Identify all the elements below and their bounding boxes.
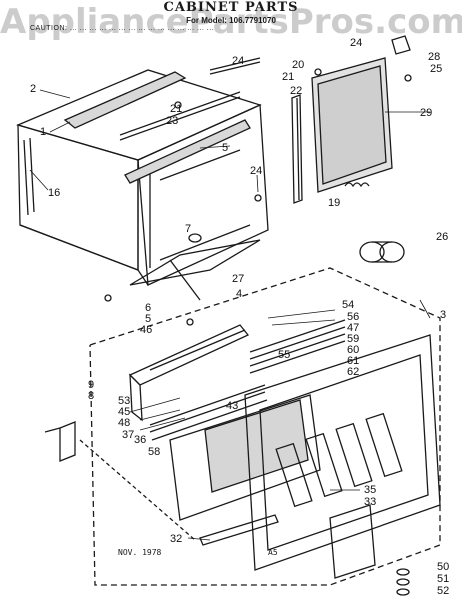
capacitor	[359, 241, 405, 263]
side-curtain	[291, 94, 303, 204]
callout-43: 43	[226, 400, 238, 412]
foot-52	[396, 588, 410, 596]
callout-32: 32	[170, 533, 182, 545]
callout-60: 60	[347, 344, 359, 356]
callout-3: 3	[440, 309, 446, 321]
callout-10: 16	[48, 187, 60, 199]
caution-note: CAUTION: ... ... ... ... ... ... ... ...…	[30, 25, 215, 32]
chassis-outline	[89, 267, 441, 586]
callout-45: 45	[118, 406, 130, 418]
callout-29: 29	[420, 107, 432, 119]
callout-48: 48	[118, 417, 130, 429]
callout-21b: 21	[282, 71, 294, 83]
louver-assembly	[128, 324, 250, 422]
model-number: For Model: 106.7791070	[186, 16, 276, 25]
callout-4: 4	[236, 288, 242, 300]
callout-8: 8	[88, 390, 94, 402]
callout-36: 36	[134, 434, 146, 446]
callout-55: 55	[278, 349, 290, 361]
screw-46	[104, 294, 112, 302]
callout-6: 6	[145, 302, 151, 314]
bracket-28	[391, 35, 411, 55]
leader-dash	[79, 439, 196, 541]
callout-58: 58	[148, 446, 160, 458]
bottom-rail	[199, 514, 279, 546]
callout-47: 47	[347, 322, 359, 334]
callout-27: 27	[232, 273, 244, 285]
callout-9: 9	[88, 379, 94, 391]
callout-25: 25	[430, 63, 442, 75]
callout-59: 59	[347, 333, 359, 345]
top-rail-rear	[124, 119, 251, 184]
callout-52: 52	[437, 585, 449, 597]
callout-5: 5	[145, 313, 151, 325]
front-filter-frame	[169, 394, 321, 521]
callout-22: 22	[290, 85, 302, 97]
clip-19	[344, 182, 370, 188]
screw-21	[174, 101, 182, 109]
foot-51	[396, 578, 410, 586]
vane-set	[149, 319, 346, 441]
access-door	[329, 504, 376, 579]
callout-46: 46	[140, 324, 152, 336]
top-rail-front	[63, 71, 187, 129]
foot-50	[396, 568, 410, 576]
screw-24b	[254, 194, 262, 202]
callout-61: 61	[347, 355, 359, 367]
callout-35: 35	[364, 484, 376, 496]
callout-20: 20	[292, 59, 304, 71]
cabinet-shell	[16, 69, 269, 286]
callout-62: 62	[347, 366, 359, 378]
filter-panel	[311, 57, 393, 193]
callout-33: 33	[364, 496, 376, 508]
screw-25	[404, 74, 412, 82]
callout-54: 54	[342, 299, 354, 311]
callout-23: 23	[166, 115, 178, 127]
leader-lines	[29, 89, 431, 541]
callout-19: 19	[328, 197, 340, 209]
rail-23	[119, 91, 241, 136]
page-title: CABINET PARTS	[163, 0, 299, 15]
side-bracket	[59, 421, 76, 462]
screw-5	[186, 318, 194, 326]
callout-53: 53	[118, 395, 130, 407]
callout-24-top: 24	[232, 55, 244, 67]
callout-7: 7	[185, 223, 191, 235]
front-panel	[244, 334, 441, 571]
seal-strip	[209, 57, 261, 71]
callout-labels: 2 1 16 21 23 5 24 7 27 4 6 5 46 24 20 21…	[30, 37, 449, 597]
callout-24b: 24	[350, 37, 362, 49]
callout-51: 51	[437, 573, 449, 585]
callout-1: 1	[40, 126, 46, 138]
callout-28: 28	[428, 51, 440, 63]
base-pan	[129, 233, 261, 301]
callout-2: 2	[30, 83, 36, 95]
callout-37: 37	[122, 429, 134, 441]
callout-16: 5	[222, 142, 228, 154]
footer-code: A5	[268, 548, 278, 557]
callout-24: 24	[250, 165, 262, 177]
callout-21: 21	[170, 103, 182, 115]
footer-date: NOV. 1978	[118, 548, 162, 557]
callout-50: 50	[437, 561, 449, 573]
screw-21b	[314, 68, 322, 76]
callout-26: 26	[436, 231, 448, 243]
callout-56: 56	[347, 311, 359, 323]
